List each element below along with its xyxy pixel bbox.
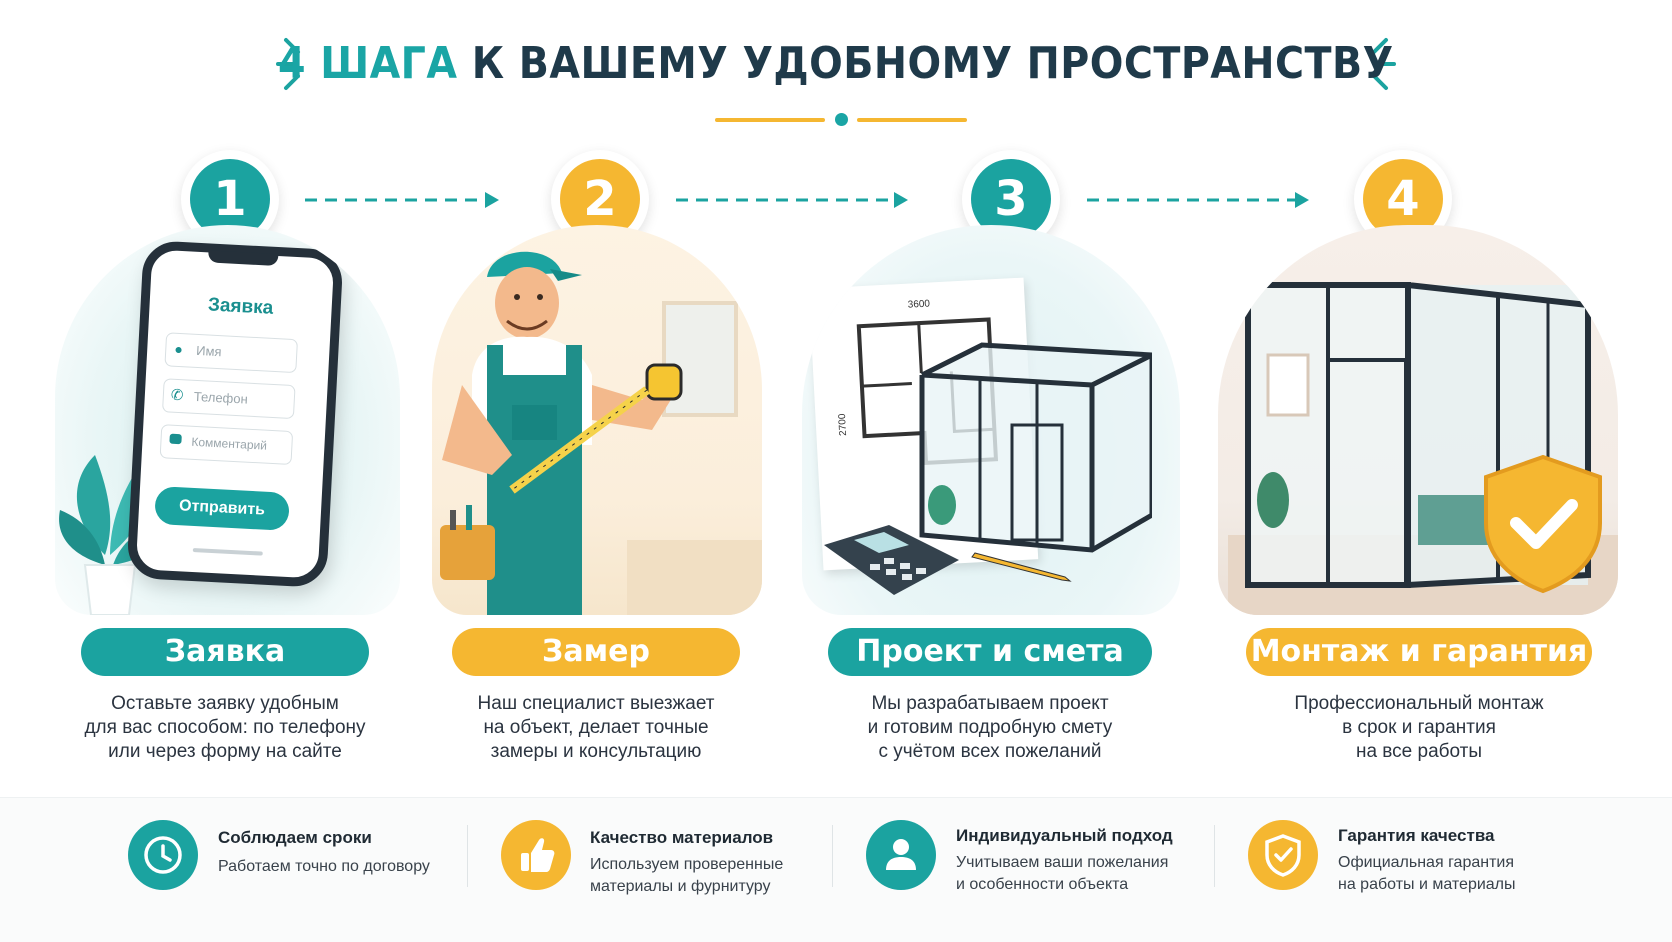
form-comment-field[interactable]: Комментарий bbox=[159, 424, 294, 466]
title-rest: К ВАШЕМУ УДОБНОМУ ПРОСТРАНСТВУ bbox=[457, 38, 1394, 89]
clock-icon bbox=[128, 820, 198, 890]
feature-separator bbox=[832, 825, 833, 887]
form-title: Заявка bbox=[207, 294, 274, 319]
feature-separator bbox=[467, 825, 468, 887]
arrow-2-3-icon bbox=[676, 192, 908, 208]
step-1-label: Заявка bbox=[81, 628, 369, 676]
step-2-illustration bbox=[432, 225, 762, 615]
form-phone-placeholder: Телефон bbox=[193, 388, 249, 407]
feature-1-text: Работаем точно по договору bbox=[218, 858, 430, 875]
phone-icon: ✆ bbox=[170, 386, 184, 405]
shield-check-icon bbox=[1248, 820, 1318, 890]
step-4-label: Монтаж и гарантия bbox=[1246, 628, 1592, 676]
pencil-icon bbox=[971, 552, 1072, 582]
phone-mockup: Заявка ● Имя ✆ Телефон Комментарий Отпра… bbox=[126, 239, 344, 589]
chat-icon bbox=[169, 433, 182, 445]
step-2-description: Наш специалист выезжает на объект, делае… bbox=[477, 693, 715, 762]
plan-width-dim: 3600 bbox=[907, 298, 931, 311]
feature-1-title: Соблюдаем сроки bbox=[218, 828, 372, 847]
feature-3-title: Индивидуальный подход bbox=[956, 826, 1173, 845]
step-1-illustration: Заявка ● Имя ✆ Телефон Комментарий Отпра… bbox=[55, 225, 400, 615]
form-name-placeholder: Имя bbox=[195, 342, 222, 360]
person-icon bbox=[866, 820, 936, 890]
form-name-field[interactable]: ● Имя bbox=[164, 332, 299, 374]
sideboard bbox=[627, 540, 762, 615]
form-comment-placeholder: Комментарий bbox=[191, 434, 268, 453]
phone-home-bar bbox=[192, 547, 263, 556]
calculator-icon bbox=[824, 525, 959, 595]
step-4-description: Профессиональный монтаж в срок и гаранти… bbox=[1294, 693, 1544, 762]
step-2-label: Замер bbox=[452, 628, 740, 676]
title-deco-right-icon bbox=[1372, 38, 1396, 90]
plan-height-dim: 2700 bbox=[836, 413, 850, 437]
user-icon: ● bbox=[173, 340, 184, 358]
step-1-description: Оставьте заявку удобным для вас способом… bbox=[84, 693, 366, 762]
step-3-label: Проект и смета bbox=[828, 628, 1152, 676]
title-underline-right bbox=[857, 118, 967, 122]
shield-check-badge-icon bbox=[1484, 454, 1602, 594]
feature-2-title: Качество материалов bbox=[590, 828, 774, 847]
glass-cube bbox=[919, 342, 1152, 553]
feature-4-text: Официальная гарантия на работы и материа… bbox=[1338, 854, 1516, 893]
arrow-1-2-icon bbox=[305, 192, 499, 208]
arrow-3-4-icon bbox=[1087, 192, 1309, 208]
title-underline-dot bbox=[835, 113, 848, 126]
form-phone-field[interactable]: ✆ Телефон bbox=[161, 378, 296, 420]
page-title: 4 ШАГА К ВАШЕМУ УДОБНОМУ ПРОСТРАНСТВУ bbox=[0, 38, 1672, 89]
feature-2-text: Используем проверенные материалы и фурни… bbox=[590, 856, 784, 895]
thumbs-up-icon bbox=[501, 820, 571, 890]
features-strip bbox=[0, 797, 1672, 942]
title-underline-left bbox=[715, 118, 825, 122]
title-deco-left-icon bbox=[276, 38, 300, 90]
phone-notch bbox=[207, 250, 279, 267]
worker-figure bbox=[440, 251, 683, 615]
feature-separator bbox=[1214, 825, 1215, 887]
feature-4-title: Гарантия качества bbox=[1338, 826, 1495, 845]
step-3-illustration: 3600 2700 bbox=[802, 225, 1180, 615]
feature-3-text: Учитываем ваши пожелания и особенности о… bbox=[956, 854, 1169, 893]
step-4-illustration bbox=[1218, 225, 1618, 615]
title-highlight: 4 ШАГА bbox=[278, 38, 458, 89]
step-3-description: Мы разрабатываем проект и готовим подроб… bbox=[867, 693, 1113, 762]
form-submit-button[interactable]: Отправить bbox=[154, 485, 290, 531]
